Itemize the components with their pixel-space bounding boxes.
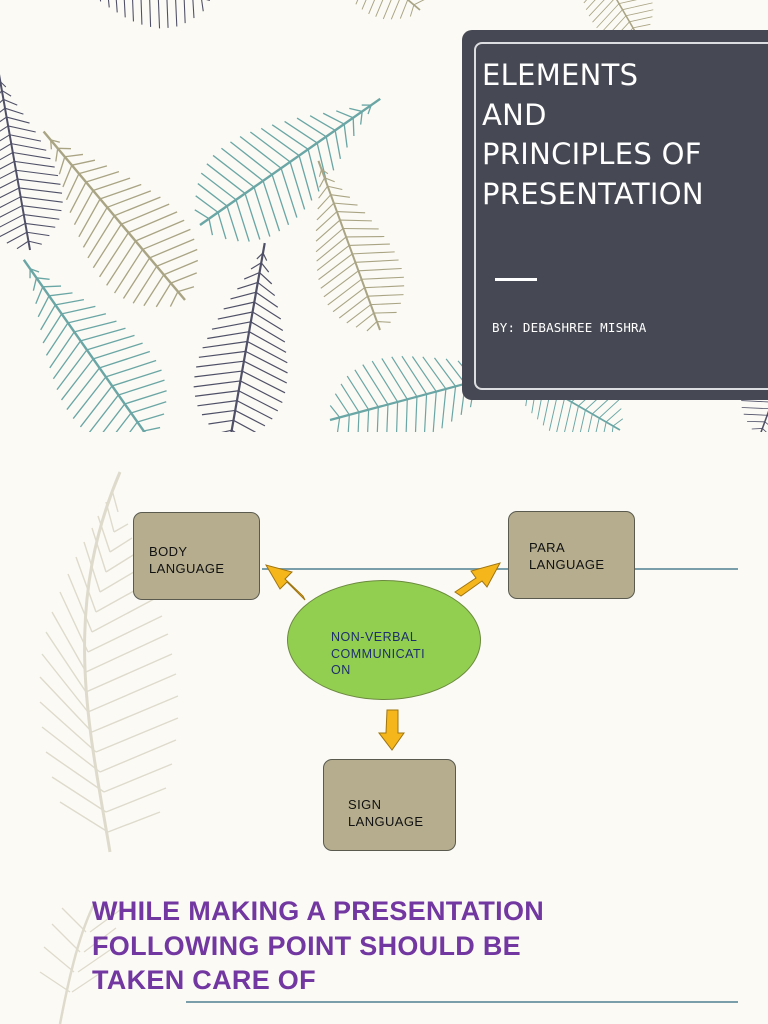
para-language-box: PARA LANGUAGE — [508, 511, 635, 599]
sign-language-line1: SIGN — [348, 797, 382, 812]
presentation-title: ELEMENTS AND PRINCIPLES OF PRESENTATION — [482, 58, 704, 211]
title-card-border — [474, 42, 768, 390]
para-language-line1: PARA — [529, 540, 566, 555]
title-card: ELEMENTS AND PRINCIPLES OF PRESENTATION … — [462, 30, 768, 400]
slide-heading: WHILE MAKING A PRESENTATION FOLLOWING PO… — [92, 896, 545, 995]
title-divider — [495, 278, 537, 281]
diagram-slide: BODY LANGUAGE PARA LANGUAGE NON-VERBAL C… — [0, 432, 768, 1024]
non-verbal-communication-oval: NON-VERBAL COMMUNICATI ON — [287, 580, 481, 700]
para-language-line2: LANGUAGE — [529, 557, 605, 572]
author-line: BY: DEBASHREE MISHRA — [492, 320, 647, 335]
sign-language-box: SIGN LANGUAGE — [323, 759, 456, 851]
feather-watermark-icon — [39, 471, 738, 1024]
title-slide: ELEMENTS AND PRINCIPLES OF PRESENTATION … — [0, 0, 768, 432]
body-language-line1: BODY — [149, 544, 188, 559]
center-label: NON-VERBAL COMMUNICATI ON — [331, 630, 426, 677]
arrow-to-para-language-icon — [454, 562, 501, 597]
arrow-to-body-language-icon — [264, 564, 306, 601]
arrow-to-sign-language-icon — [377, 709, 405, 751]
heading-underline — [186, 1001, 738, 1003]
body-language-line2: LANGUAGE — [149, 561, 225, 576]
sign-language-line2: LANGUAGE — [348, 814, 424, 829]
body-language-box: BODY LANGUAGE — [133, 512, 260, 600]
